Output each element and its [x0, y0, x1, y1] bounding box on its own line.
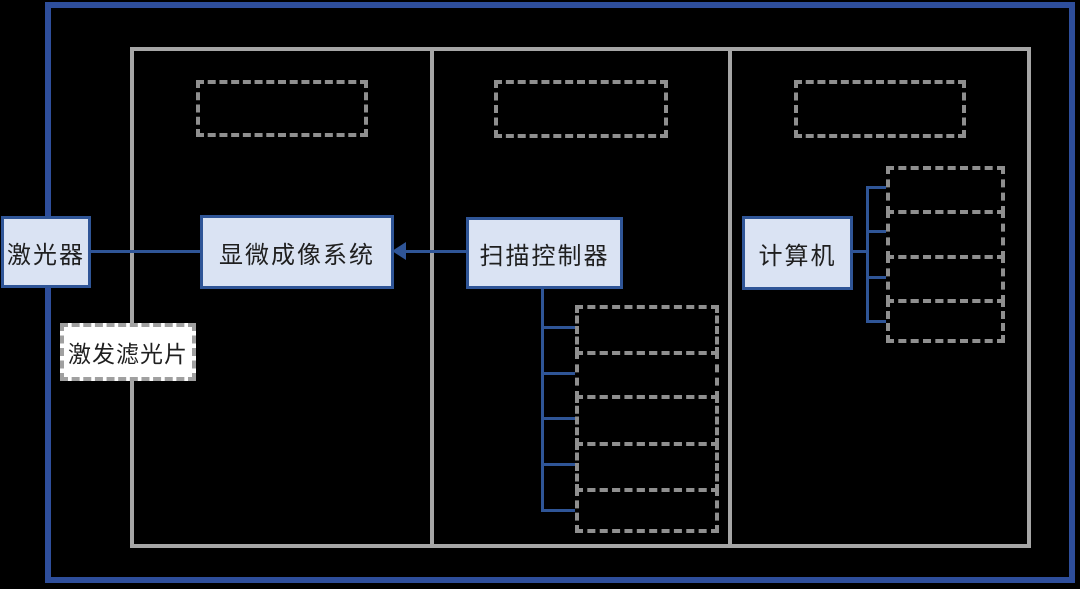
scan-placeholder-box — [575, 351, 719, 399]
node-imaging-system: 显微成像系统 — [200, 215, 394, 289]
top-placeholder-box — [494, 80, 668, 138]
panel-group-frame — [130, 47, 1031, 548]
scan-placeholder-box — [575, 488, 719, 533]
computer-branch-line — [866, 230, 886, 233]
node-scan-controller: 扫描控制器 — [466, 217, 623, 289]
outer-frame — [45, 2, 1075, 583]
top-placeholder-box — [196, 80, 368, 137]
connector-scanner-imaging — [405, 250, 466, 253]
computer-placeholder-box — [886, 255, 1005, 303]
scanner-branch-line — [541, 326, 575, 329]
panel-divider — [728, 47, 732, 548]
computer-placeholder-box — [886, 299, 1005, 343]
node-laser-label: 激光器 — [7, 242, 85, 269]
scanner-branch-trunk — [541, 288, 544, 512]
node-scan-controller-label: 扫描控制器 — [479, 243, 610, 270]
connector-computer-trunk — [853, 250, 869, 253]
computer-branch-line — [866, 320, 886, 323]
connector-laser-imaging — [90, 250, 200, 253]
computer-branch-line — [866, 186, 886, 189]
scanner-branch-line — [541, 372, 575, 375]
arrowhead-left-icon — [392, 242, 406, 260]
node-computer: 计算机 — [742, 216, 853, 290]
node-excitation-filter-label: 激发滤光片 — [68, 342, 188, 367]
scanner-branch-line — [541, 463, 575, 466]
scanner-branch-line — [541, 509, 575, 512]
top-placeholder-box — [794, 80, 966, 138]
node-computer-label: 计算机 — [758, 243, 837, 270]
scan-placeholder-box — [575, 395, 719, 446]
node-imaging-system-label: 显微成像系统 — [219, 242, 375, 269]
scanner-branch-line — [541, 417, 575, 420]
scan-placeholder-box — [575, 305, 719, 355]
scan-placeholder-box — [575, 442, 719, 492]
computer-placeholder-box — [886, 166, 1005, 214]
computer-placeholder-box — [886, 210, 1005, 259]
computer-branch-trunk — [866, 186, 869, 323]
computer-branch-line — [866, 276, 886, 279]
panel-divider — [430, 47, 434, 548]
node-laser: 激光器 — [1, 216, 91, 288]
node-excitation-filter: 激发滤光片 — [60, 323, 196, 381]
